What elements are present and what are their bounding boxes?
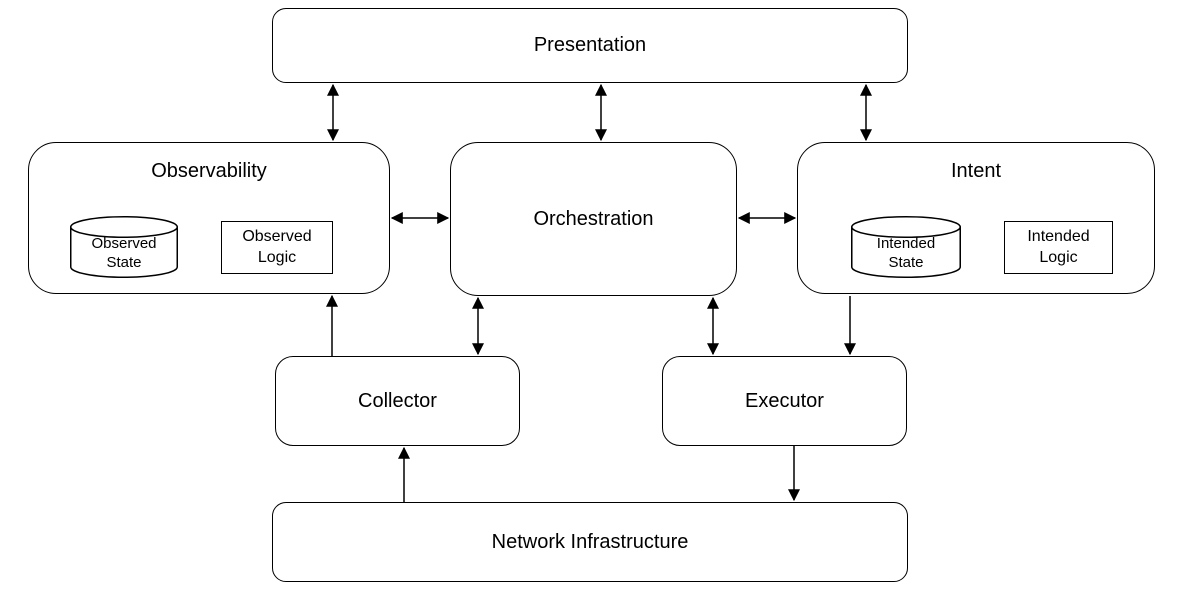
observed-state-cylinder: Observed State [70, 216, 178, 278]
database-cylinder-icon [851, 216, 961, 278]
node-intent-label: Intent [950, 160, 1002, 182]
node-collector: Collector [275, 356, 520, 446]
node-orchestration-label: Orchestration [533, 207, 654, 230]
node-collector-label: Collector [358, 389, 437, 412]
node-network-infrastructure-label: Network Infrastructure [491, 530, 689, 553]
node-executor-label: Executor [745, 389, 824, 412]
intended-state-cylinder: Intended State [851, 216, 961, 278]
node-network-infrastructure: Network Infrastructure [272, 502, 908, 582]
intended-logic-label: Intended Logic [1027, 227, 1090, 266]
node-presentation: Presentation [272, 8, 908, 83]
node-intent: Intent Intended State Intended Logic [797, 142, 1155, 294]
node-presentation-label: Presentation [533, 34, 647, 56]
observed-logic-box: Observed Logic [221, 221, 333, 274]
node-orchestration: Orchestration [450, 142, 737, 296]
observed-logic-label: Observed Logic [242, 227, 312, 266]
intended-logic-box: Intended Logic [1004, 221, 1113, 274]
node-executor: Executor [662, 356, 907, 446]
observed-state-label: Observed State [91, 235, 157, 271]
intended-state-label: Intended State [876, 235, 936, 271]
database-cylinder-icon [70, 216, 178, 278]
node-observability: Observability Observed State Observed Lo… [28, 142, 390, 294]
node-observability-label: Observability [151, 160, 267, 182]
